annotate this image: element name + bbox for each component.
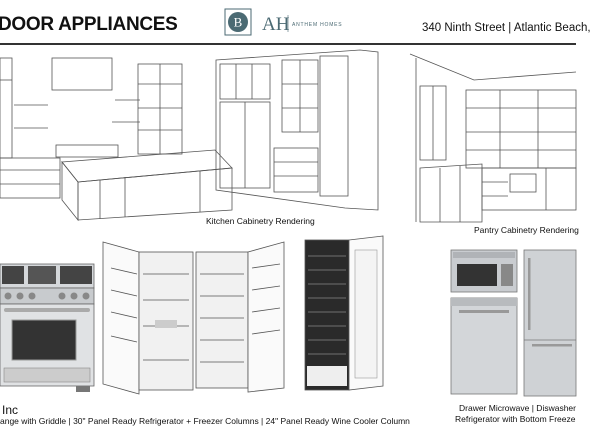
logo-letter: B <box>234 15 243 30</box>
brand-logo: B <box>224 8 252 36</box>
drawer-microwave <box>450 249 518 293</box>
kitchen-cabinetry-rendering <box>0 49 379 222</box>
right-caption-line-2: Refrigerator with Bottom Freeze <box>455 414 576 424</box>
kitchen-caption: Kitchen Cabinetry Rendering <box>206 216 315 226</box>
page-title: DOOR APPLIANCES <box>0 14 178 35</box>
project-address: 340 Ninth Street | Atlantic Beach, <box>422 22 591 34</box>
refrigerator-column <box>102 241 194 395</box>
header-divider <box>0 43 576 45</box>
brand-name: ANTHEM HOMES <box>292 22 342 28</box>
pantry-caption: Pantry Cabinetry Rendering <box>474 225 579 235</box>
dishwasher <box>450 297 518 395</box>
range-with-griddle <box>0 263 95 392</box>
company-fragment: Inc <box>2 403 19 417</box>
freezer-column <box>195 241 285 393</box>
page-header: DOOR APPLIANCES B AH ANTHEM HOMES 340 Ni… <box>0 0 591 45</box>
right-caption-line-1: Drawer Microwave | Diswasher <box>459 403 576 413</box>
brand-monogram: AH <box>262 14 290 35</box>
pantry-cabinetry-rendering <box>409 53 577 223</box>
anthem-homes-logo: AH ANTHEM HOMES <box>262 14 342 35</box>
appliances-caption: ange with Griddle | 30" Panel Ready Refr… <box>0 416 410 426</box>
bottom-freezer-refrigerator <box>523 249 577 397</box>
wine-cooler-column <box>304 235 384 391</box>
